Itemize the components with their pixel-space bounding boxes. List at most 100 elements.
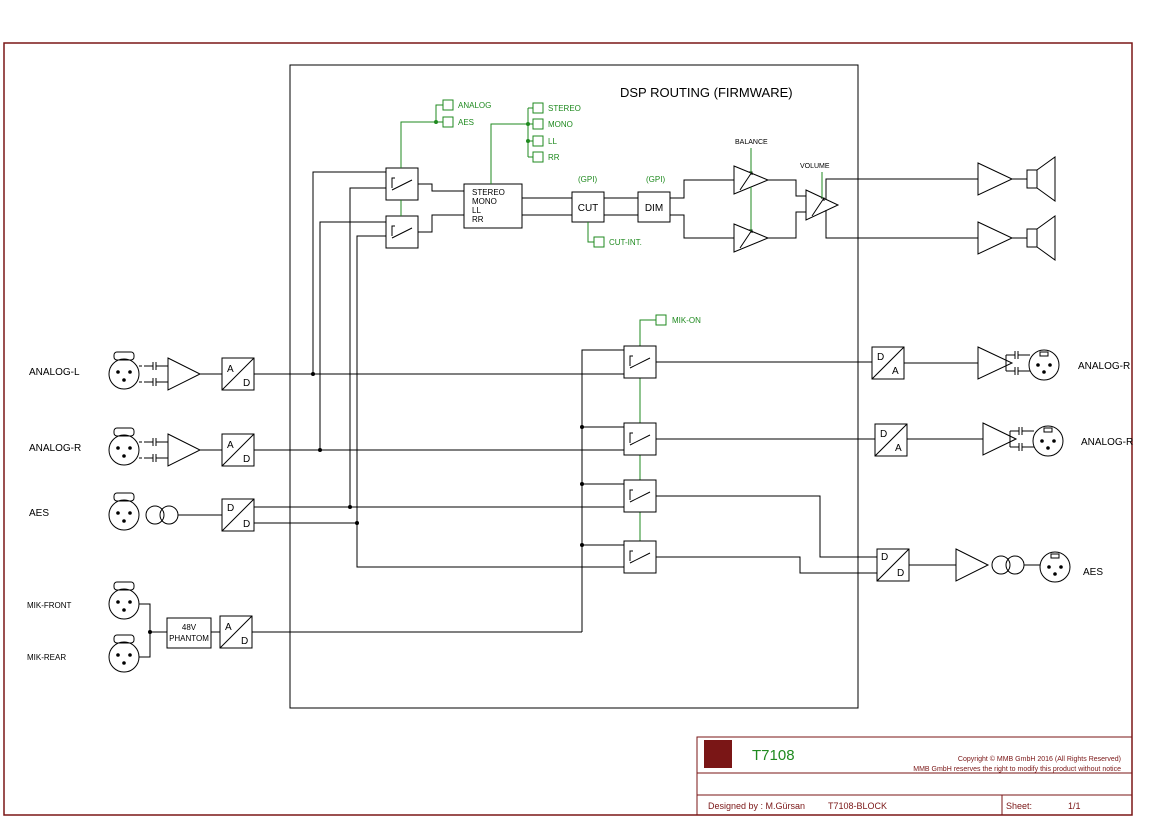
input-mics: MIK-FRONT MIK-REAR 48V PHANTOM: [27, 581, 220, 673]
amplifier-icon: [955, 548, 990, 582]
speaker-outputs: [977, 156, 1056, 261]
label-balance: BALANCE: [735, 139, 768, 146]
svg-text:ANALOG: ANALOG: [458, 101, 491, 110]
svg-text:LL: LL: [548, 137, 557, 146]
phantom-power-block: [166, 617, 212, 649]
label-analog-r-out-1: ANALOG-R: [1078, 361, 1130, 372]
sheet-label: Sheet:: [1006, 801, 1032, 811]
label-volume: VOLUME: [800, 163, 830, 170]
sheet-value: 1/1: [1068, 801, 1081, 811]
svg-text:STEREO: STEREO: [472, 188, 505, 197]
aes-receiver: D D: [221, 498, 255, 532]
xlr-connector-icon: [108, 634, 140, 673]
svg-text:D: D: [897, 568, 904, 579]
drawing-name: T7108-BLOCK: [828, 801, 887, 811]
amplifier-icon: [977, 162, 1014, 196]
company-logo: [704, 740, 732, 768]
label-analog-l: ANALOG-L: [29, 367, 80, 378]
xlr-connector-icon: [108, 351, 140, 390]
svg-text:PHANTOM: PHANTOM: [169, 634, 209, 643]
xlr-connector-icon: [1032, 425, 1064, 457]
amplifier-icon: [977, 346, 1014, 380]
matrix-block: STEREO MONO LL RR: [463, 183, 523, 229]
svg-text:DIM: DIM: [645, 203, 663, 214]
capacitor-icon: [143, 361, 169, 387]
xlr-connector-icon: [1028, 349, 1060, 381]
output-analog-r-2: ANALOG-R: [982, 422, 1133, 457]
copyright-text: Copyright © MMB GmbH 2016 (All Rights Re…: [958, 755, 1121, 763]
svg-text:LL: LL: [472, 206, 481, 215]
transformer-icon: [991, 555, 1025, 575]
amplifier-icon: [982, 422, 1018, 456]
balance-amps: [733, 165, 770, 253]
svg-text:A: A: [225, 622, 232, 633]
svg-text:D: D: [877, 352, 884, 363]
xlr-connector-icon: [108, 581, 140, 620]
svg-text:D: D: [881, 552, 888, 563]
amplifier-icon: [167, 433, 202, 467]
svg-text:AES: AES: [458, 118, 474, 127]
svg-text:A: A: [227, 364, 234, 375]
output-analog-r-1: ANALOG-R: [977, 346, 1130, 381]
input-analog-r: ANALOG-R: [29, 427, 222, 467]
svg-text:STEREO: STEREO: [548, 104, 581, 113]
designed-by: Designed by : M.Gürsan: [708, 801, 805, 811]
svg-text:CUT: CUT: [578, 203, 599, 214]
dac-out-1: D A: [871, 346, 905, 380]
xlr-connector-icon: [108, 427, 140, 466]
svg-text:(GPI): (GPI): [578, 175, 597, 184]
output-aes: AES: [955, 548, 1103, 583]
svg-text:A: A: [892, 366, 899, 377]
transformer-icon: [145, 505, 179, 525]
notice-text: MMB GmbH reserves the right to modify th…: [913, 766, 1121, 773]
amplifier-icon: [167, 357, 202, 391]
part-number: T7108: [752, 747, 795, 764]
label-mik-front: MIK-FRONT: [27, 601, 72, 610]
adc-analog-l: A D: [221, 357, 255, 391]
adc-analog-r: A D: [221, 433, 255, 467]
svg-text:RR: RR: [548, 153, 560, 162]
svg-text:D: D: [243, 378, 250, 389]
xlr-connector-icon: [108, 492, 140, 531]
drawing-frame: [3, 42, 1133, 816]
amplifier-icon: [977, 221, 1014, 255]
control-lines: ANALOG AES STEREO MONO LL RR (GPI) (GPI)…: [400, 99, 830, 541]
signal-buses: [252, 171, 624, 633]
adc-mic: A D: [219, 615, 253, 649]
label-analog-r: ANALOG-R: [29, 443, 81, 454]
label-analog-r-out-2: ANALOG-R: [1081, 437, 1133, 448]
input-aes: AES: [29, 492, 222, 531]
diagram-title: DSP ROUTING (FIRMWARE): [620, 85, 793, 100]
dim-block: DIM: [637, 191, 671, 223]
label-mik-rear: MIK-REAR: [27, 653, 66, 662]
svg-text:MIK-ON: MIK-ON: [672, 316, 701, 325]
speaker-icon: [1026, 156, 1056, 202]
output-switches: [623, 345, 877, 574]
svg-text:RR: RR: [472, 215, 484, 224]
svg-text:MONO: MONO: [548, 120, 573, 129]
capacitor-icon: [143, 437, 169, 463]
input-analog-l: ANALOG-L: [29, 351, 222, 391]
dac-out-2: D A: [874, 423, 908, 457]
svg-text:A: A: [227, 440, 234, 451]
svg-text:CUT-INT.: CUT-INT.: [609, 238, 642, 247]
dsp-routing-box: [289, 64, 859, 709]
svg-text:D: D: [243, 519, 250, 530]
label-aes-out: AES: [1083, 567, 1103, 578]
svg-text:D: D: [880, 429, 887, 440]
svg-text:A: A: [895, 443, 902, 454]
svg-text:MONO: MONO: [472, 197, 497, 206]
label-aes-in: AES: [29, 508, 49, 519]
xlr-connector-icon: [1039, 551, 1071, 583]
source-switches: [385, 167, 464, 249]
svg-text:48V: 48V: [182, 623, 197, 632]
title-block: T7108 Copyright © MMB GmbH 2016 (All Rig…: [696, 736, 1133, 816]
svg-text:D: D: [241, 636, 248, 647]
svg-text:D: D: [227, 503, 234, 514]
speaker-icon: [1026, 215, 1056, 261]
cut-block: CUT: [571, 191, 605, 223]
svg-text:D: D: [243, 454, 250, 465]
aes-transmitter: D D: [876, 548, 910, 582]
svg-text:(GPI): (GPI): [646, 175, 665, 184]
